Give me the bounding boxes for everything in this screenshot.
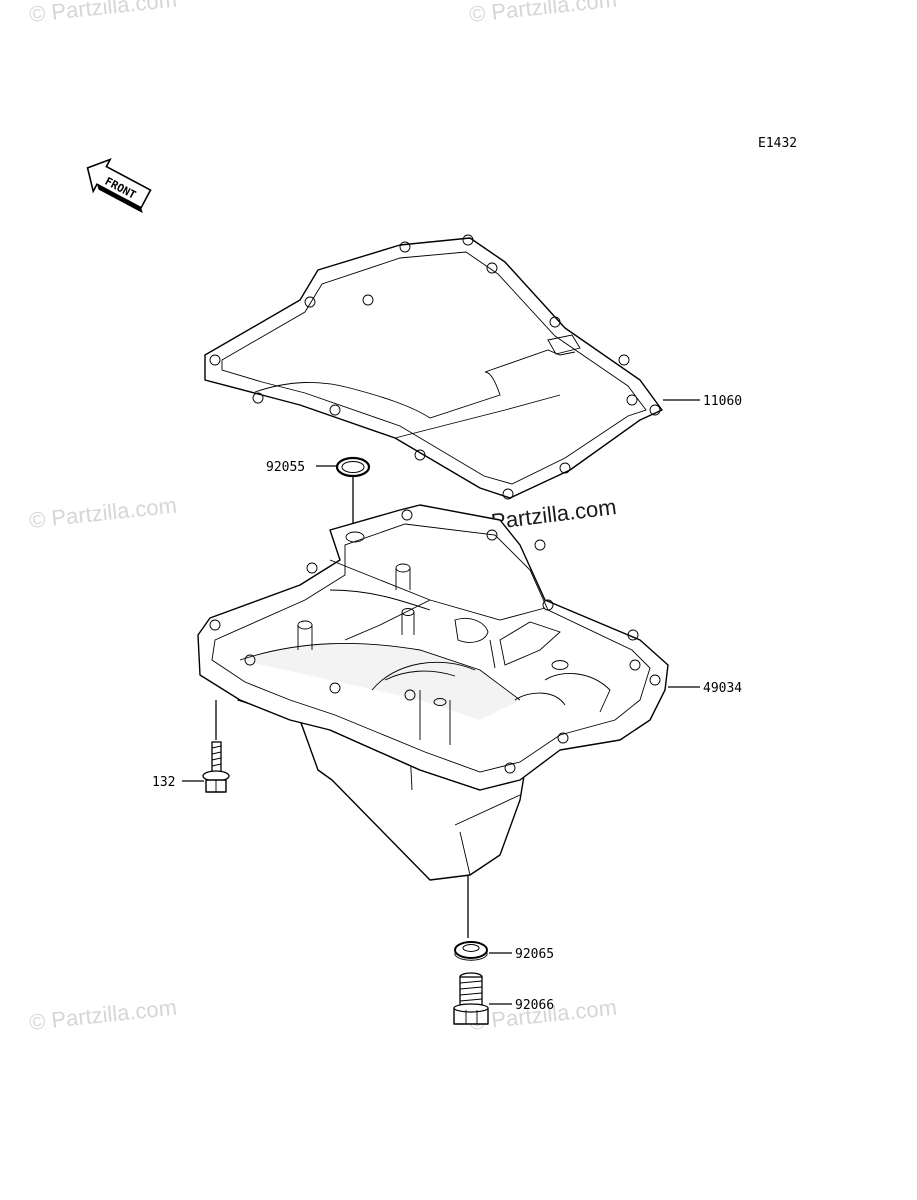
o-ring-92055 [335, 456, 371, 478]
callout-92065[interactable]: 92065 [515, 947, 554, 962]
callout-92066[interactable]: 92066 [515, 998, 554, 1013]
watermark-top-center: © Partzilla.com [468, 0, 618, 27]
gasket-11060 [204, 234, 663, 500]
washer-92065 [454, 941, 488, 961]
watermark-bottom-left: © Partzilla.com [28, 995, 178, 1035]
watermark-mid-left: © Partzilla.com [28, 493, 178, 533]
front-arrow-icon: FRONT [86, 158, 152, 214]
drain-plug-92066 [453, 972, 489, 1025]
callout-132[interactable]: 132 [152, 775, 175, 790]
oil-pan-49034 [197, 504, 669, 881]
callout-11060[interactable]: 11060 [703, 394, 742, 409]
callout-92055[interactable]: 92055 [266, 460, 305, 475]
watermark-top-left: © Partzilla.com [28, 0, 178, 27]
callout-49034[interactable]: 49034 [703, 681, 742, 696]
bolt-132 [202, 700, 230, 793]
diagram-code: E1432 [758, 136, 797, 151]
